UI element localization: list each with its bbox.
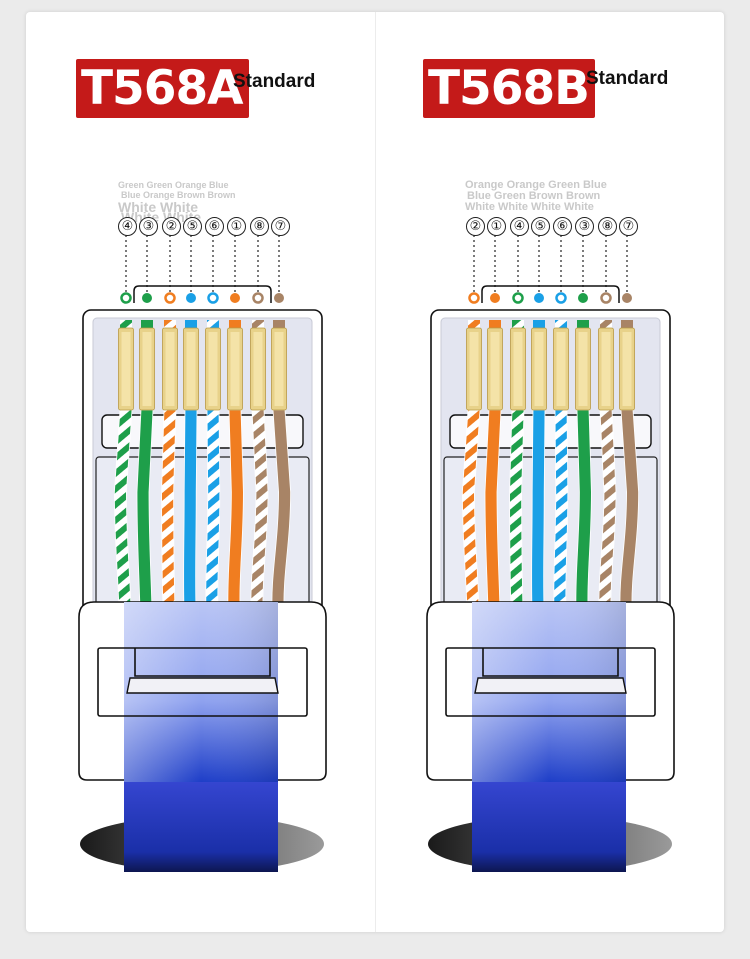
wire	[553, 409, 569, 611]
gold-contact-shine	[601, 332, 611, 406]
latch-clip	[126, 677, 279, 694]
pin-number: ③	[139, 217, 158, 236]
panel-divider	[375, 12, 376, 932]
pin-color-dot	[468, 292, 480, 304]
rj45-plug-diagram	[78, 235, 327, 872]
gold-contact-shine	[253, 332, 263, 406]
pin-color-dot	[600, 292, 612, 304]
pin-number: ③	[575, 217, 594, 236]
pin-number: ⑤	[183, 217, 202, 236]
pin-color-dot	[252, 292, 264, 304]
wire	[183, 409, 198, 611]
cable-jacket	[472, 772, 626, 872]
pair-bracket	[133, 285, 272, 303]
plug-crossbar	[449, 414, 652, 449]
pin-number: ①	[227, 217, 246, 236]
wire-names-line1b: Blue Green Brown Brown	[467, 190, 601, 202]
wire	[531, 409, 546, 611]
gold-contact-shine	[208, 332, 218, 406]
latch-window	[445, 647, 656, 717]
gold-contact-shine	[230, 332, 240, 406]
wire-names-line1b: Blue Orange Brown Brown	[121, 190, 236, 200]
gold-contact-shine	[534, 332, 544, 406]
wire-names-line2: White White	[118, 199, 199, 215]
pin-color-dot	[622, 293, 632, 303]
pin-color-dot	[207, 292, 219, 304]
pin-number: ④	[118, 217, 137, 236]
standard-badge: T568B	[423, 59, 595, 118]
pin-number: ②	[162, 217, 181, 236]
gold-contact-shine	[490, 332, 500, 406]
pin-color-dot	[534, 293, 544, 303]
gold-contact-shine	[121, 332, 131, 406]
pin-number: ⑦	[271, 217, 290, 236]
cable-jacket	[124, 772, 278, 872]
standard-badge: T568A	[76, 59, 249, 118]
gold-contact-shine	[578, 332, 588, 406]
gold-contact-shine	[622, 332, 632, 406]
pin-number: ⑥	[553, 217, 572, 236]
pin-color-dot	[490, 293, 500, 303]
plug-crossbar	[101, 414, 304, 449]
pin-number: ⑧	[598, 217, 617, 236]
panel-t568a: T568A Standard Green Green Orange Blue B…	[26, 12, 375, 932]
latch-tab	[482, 648, 619, 677]
latch-window	[97, 647, 308, 717]
wire	[509, 409, 525, 611]
pin-number: ⑥	[205, 217, 224, 236]
pin-number: ⑧	[250, 217, 269, 236]
gold-contact-shine	[556, 332, 566, 406]
standard-suffix: Standard	[233, 71, 316, 92]
pin-number: ①	[487, 217, 506, 236]
pin-color-dot	[120, 292, 132, 304]
latch-clip	[474, 677, 627, 694]
pin-number: ⑤	[531, 217, 550, 236]
gold-contact-shine	[469, 332, 479, 406]
diagram-card: T568A Standard Green Green Orange Blue B…	[26, 12, 724, 932]
wire-color-names: Orange Orange Green Blue Blue Green Brow…	[465, 180, 607, 213]
pin-number: ②	[466, 217, 485, 236]
wire	[205, 409, 221, 611]
pin-number: ⑦	[619, 217, 638, 236]
pin-color-dot	[578, 293, 588, 303]
pin-number: ④	[510, 217, 529, 236]
standard-suffix: Standard	[586, 68, 669, 89]
pin-color-dot	[555, 292, 567, 304]
gold-contact-shine	[165, 332, 175, 406]
pin-color-dot	[230, 293, 240, 303]
wire-names-line1: Orange Orange Green Blue	[465, 179, 607, 191]
wire-names-line1: Green Green Orange Blue	[118, 180, 229, 190]
gold-contact-shine	[142, 332, 152, 406]
wire-names-line2: White White White White	[465, 201, 594, 213]
latch-tab	[134, 648, 271, 677]
rj45-plug-diagram	[426, 235, 675, 872]
pin-color-dot	[164, 292, 176, 304]
pair-bracket	[481, 285, 620, 303]
pin-color-dot	[274, 293, 284, 303]
pin-color-dot	[186, 293, 196, 303]
gold-contact-shine	[513, 332, 523, 406]
panel-t568b: T568B Standard Orange Orange Green Blue …	[375, 12, 724, 932]
pin-color-dot	[142, 293, 152, 303]
gold-contact-shine	[186, 332, 196, 406]
pin-color-dot	[512, 292, 524, 304]
gold-contact-shine	[274, 332, 284, 406]
wire	[161, 409, 177, 611]
